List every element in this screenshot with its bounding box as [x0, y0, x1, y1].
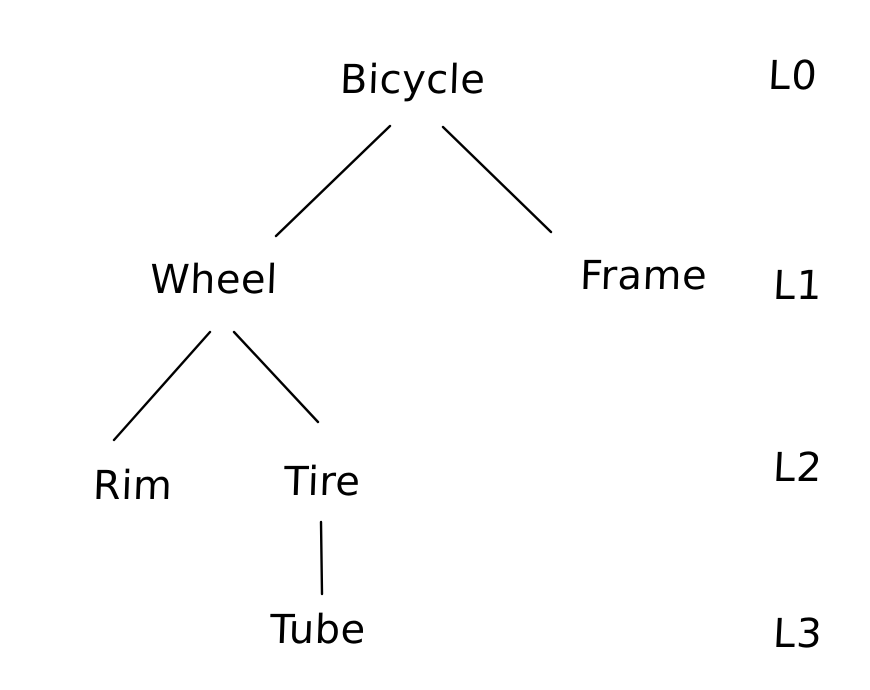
node-rim[interactable]: Rim — [92, 463, 174, 509]
level-label-l1: L1 — [771, 263, 824, 309]
edge-wheel-to-rim — [112, 330, 212, 442]
edge-bicycle-to-wheel — [274, 124, 392, 238]
node-bicycle[interactable]: Bicycle — [339, 57, 487, 103]
node-tube[interactable]: Tube — [269, 607, 367, 653]
level-label-l3: L3 — [771, 611, 824, 657]
node-tire[interactable]: Tire — [283, 459, 362, 505]
edge-bicycle-to-frame — [441, 125, 553, 234]
level-label-l0: L0 — [766, 53, 819, 99]
edge-tire-to-tube — [319, 520, 324, 596]
node-wheel[interactable]: Wheel — [149, 257, 279, 303]
level-label-l2: L2 — [771, 445, 824, 491]
edge-wheel-to-tire — [232, 330, 320, 424]
node-frame[interactable]: Frame — [579, 253, 708, 299]
